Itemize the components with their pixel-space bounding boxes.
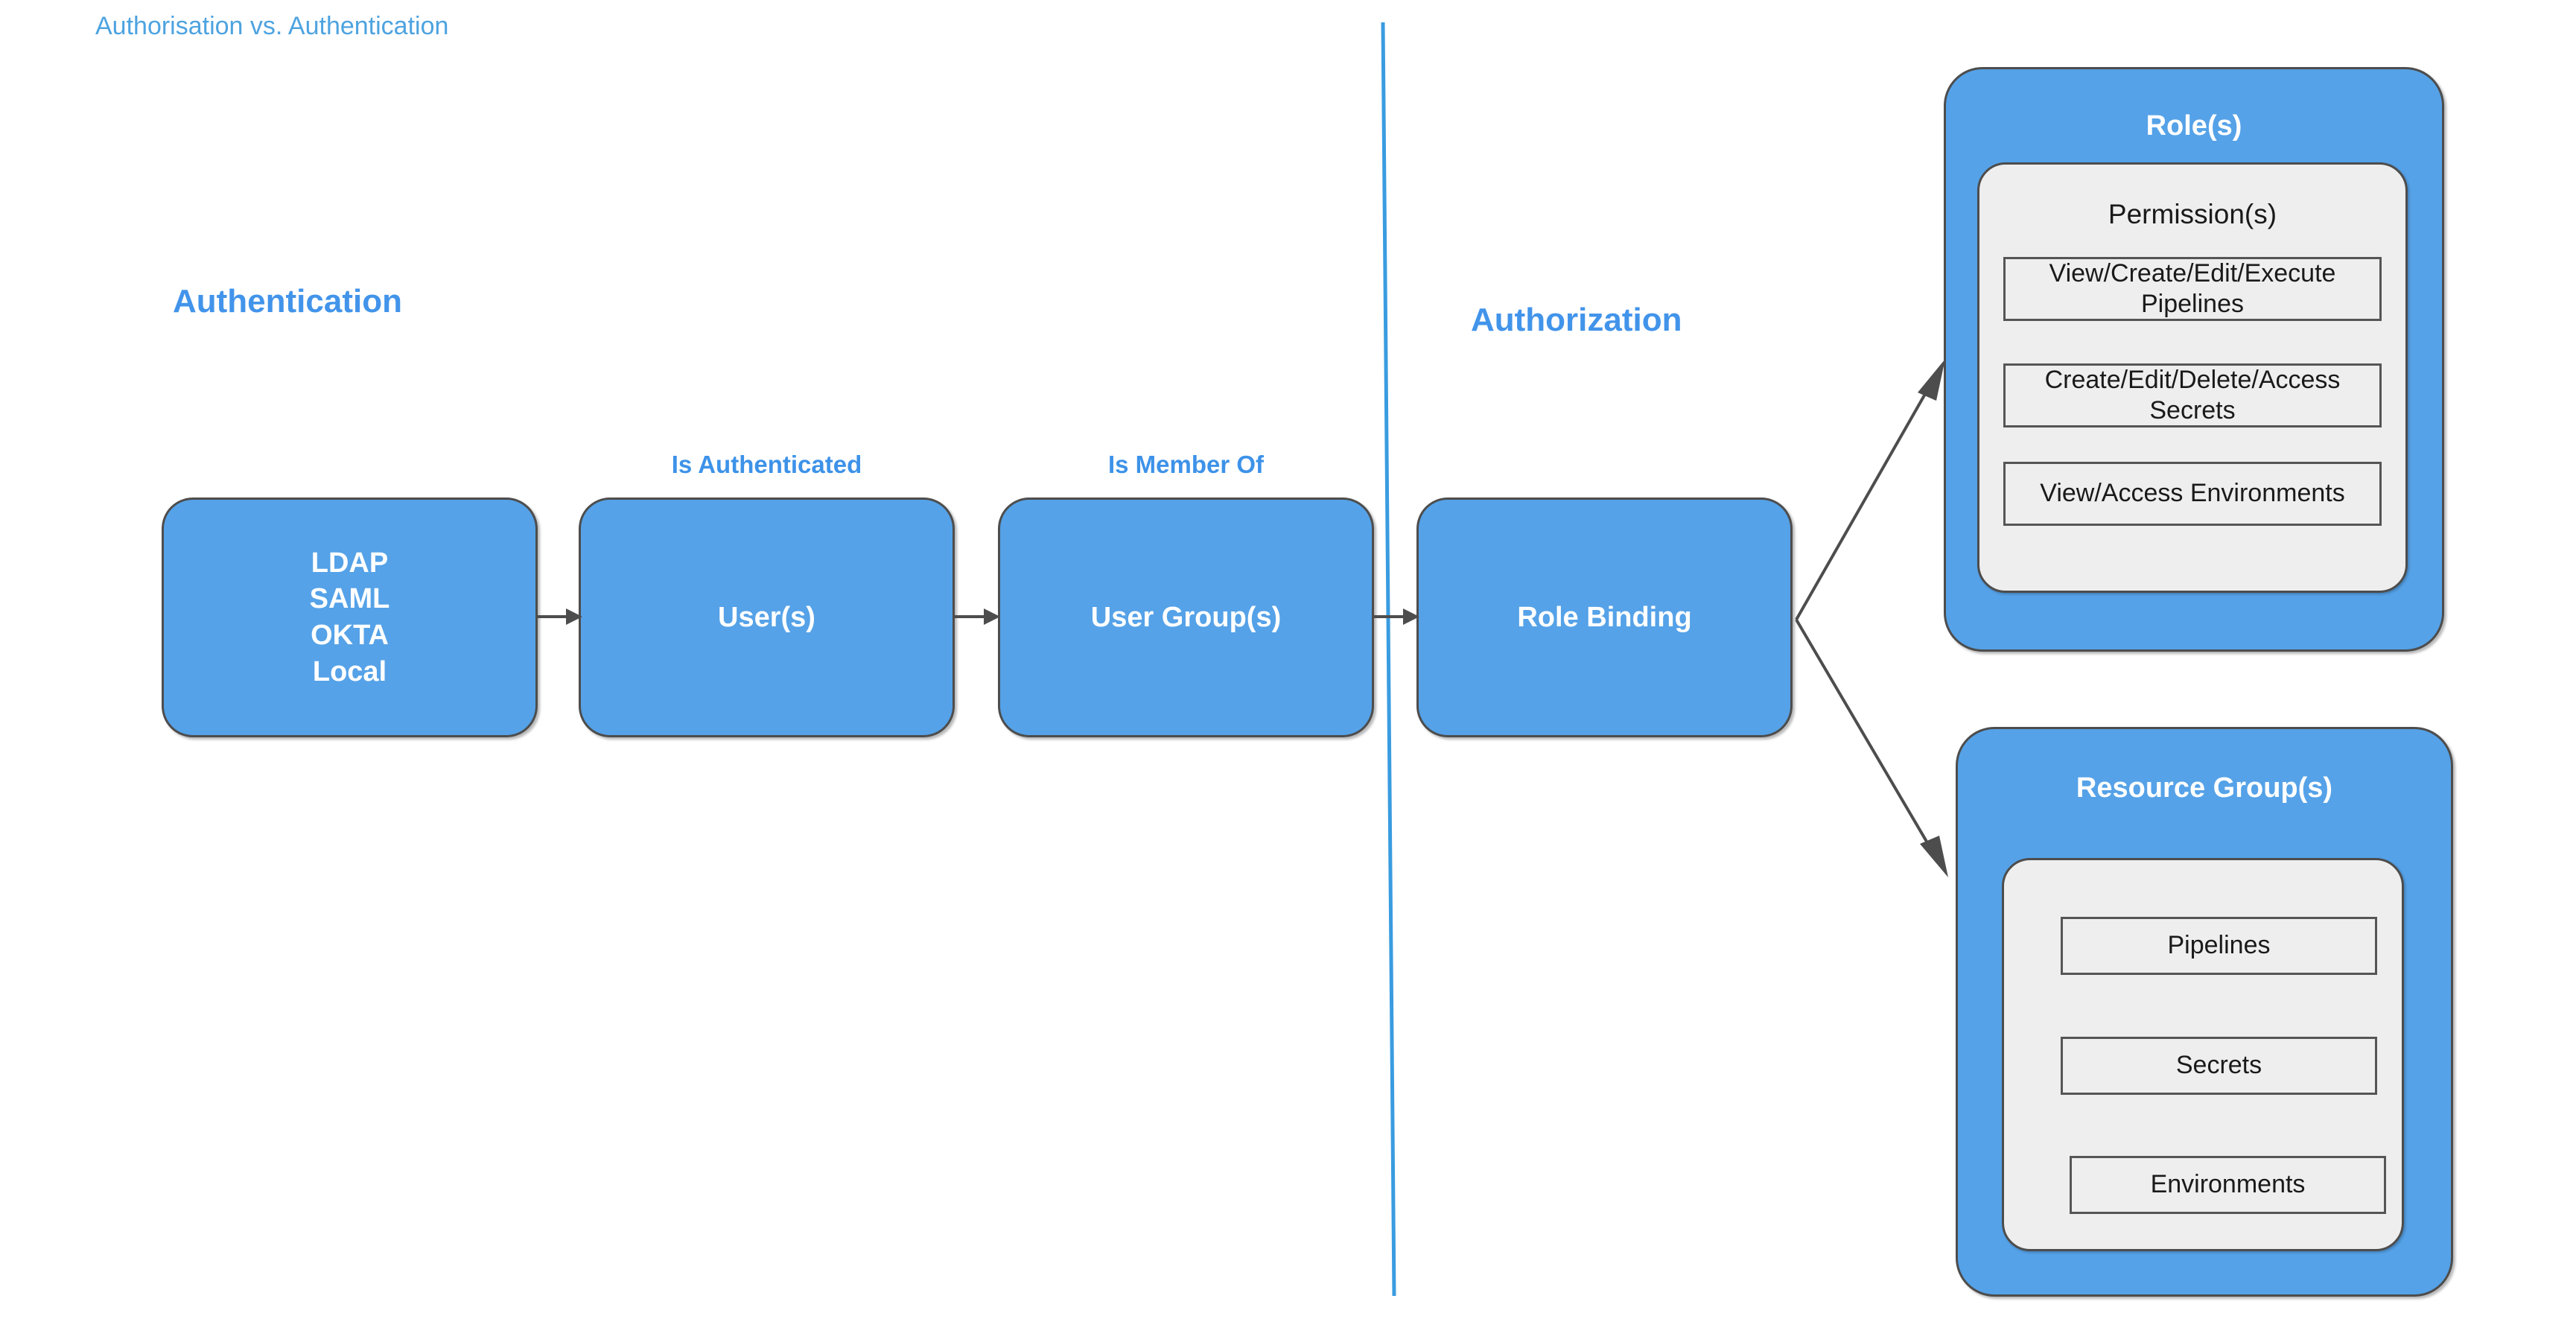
panel-resource-groups-title: Resource Group(s) (2076, 772, 2333, 804)
edge-label-is-authenticated: Is Authenticated (671, 451, 862, 478)
permission-item[interactable]: View/Access Environments (2003, 462, 2382, 526)
edge-label-is-member-of: Is Member Of (1107, 451, 1265, 478)
node-role-binding[interactable]: Role Binding (1416, 498, 1793, 737)
page-title: Authorisation vs. Authentication (95, 12, 449, 40)
node-users[interactable]: User(s) (579, 498, 955, 737)
node-label: LDAP SAML OKTA Local (309, 547, 390, 687)
node-label: User(s) (718, 601, 815, 633)
resource-item[interactable]: Secrets (2061, 1037, 2377, 1095)
card-permissions-title: Permission(s) (2108, 199, 2277, 229)
heading-authentication: Authentication (173, 283, 402, 320)
node-identity-providers[interactable]: LDAP SAML OKTA Local (162, 498, 538, 737)
arrow-role-binding-to-resource-groups (1795, 618, 1948, 877)
heading-authorization: Authorization (1471, 302, 1682, 338)
arrow-user-groups-to-role-binding (1373, 608, 1419, 625)
permission-item[interactable]: Create/Edit/Delete/Access Secrets (2003, 363, 2382, 428)
arrow-users-to-user-groups (954, 608, 1000, 625)
permission-item[interactable]: View/Create/Edit/Execute Pipelines (2003, 257, 2382, 321)
node-user-groups[interactable]: User Group(s) (998, 498, 1374, 737)
arrow-role-binding-to-roles (1795, 359, 1945, 620)
panel-roles-title: Role(s) (2146, 110, 2242, 142)
resource-item[interactable]: Pipelines (2061, 917, 2377, 975)
resource-item[interactable]: Environments (2070, 1156, 2386, 1214)
node-label: User Group(s) (1090, 601, 1282, 633)
node-label: Role Binding (1517, 601, 1692, 633)
arrow-idp-to-users (536, 608, 582, 625)
